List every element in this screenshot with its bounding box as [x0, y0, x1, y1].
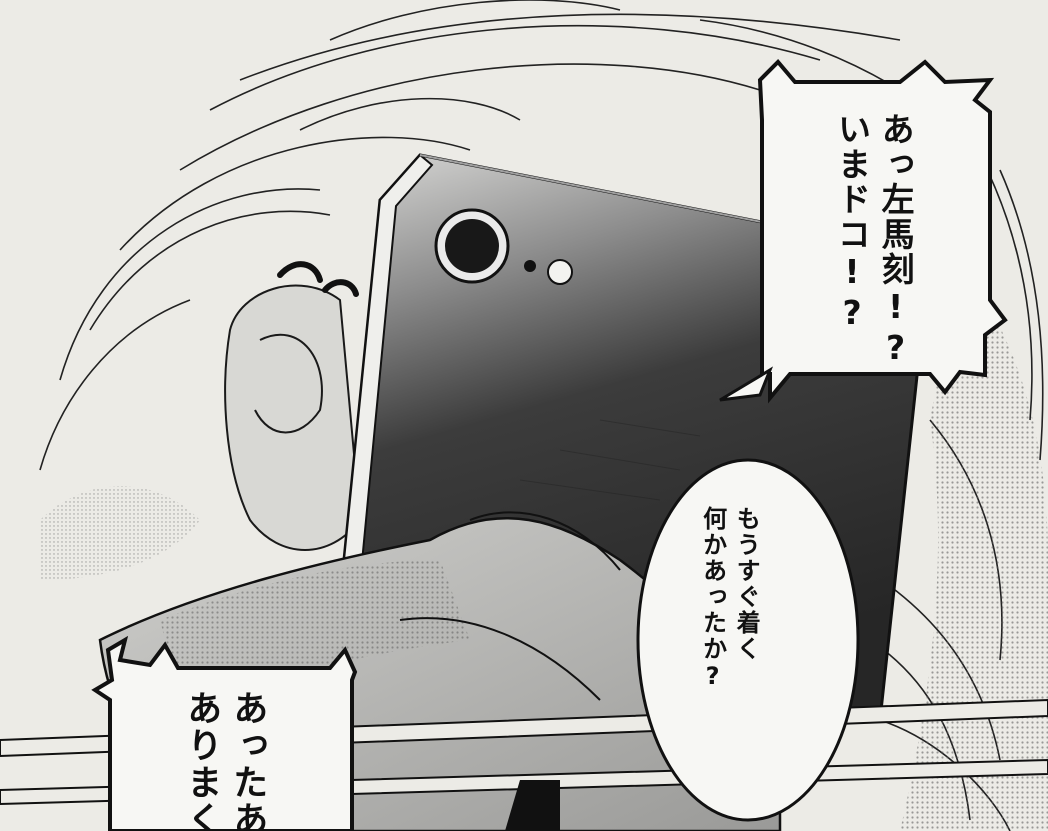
eyebrow-mark — [277, 261, 323, 283]
speech-bubble-top-right — [757, 59, 1008, 404]
hair-tone-right — [900, 260, 1048, 831]
speech-text-top-right: あっ左馬刻!? いまドコ!? — [830, 112, 917, 369]
speech-line: あったあ — [227, 690, 268, 831]
hair-tone-left — [40, 486, 200, 580]
speech-line: ありまく — [181, 690, 222, 831]
face-shape — [224, 284, 362, 551]
finger-line — [469, 511, 621, 571]
speech-line: 何かあったか? — [698, 506, 727, 692]
dark-shape — [505, 780, 560, 831]
camera-sensor-dot — [524, 260, 536, 272]
finger-line-2 — [399, 617, 601, 701]
speech-line: あっ左馬刻!? — [876, 112, 916, 369]
speech-text-bottom-left: あったあ ありまく — [178, 690, 270, 831]
eyebrow-mark-2 — [322, 279, 359, 297]
camera-flash — [547, 259, 573, 285]
speech-line: いまドコ!? — [832, 112, 872, 334]
camera-lens — [445, 219, 499, 273]
speech-text-oval: もうすぐ着く 何かあったか? — [695, 506, 762, 692]
speech-bubble-bottom-left — [91, 635, 358, 831]
hand-tone — [160, 560, 470, 700]
ear-detail — [254, 333, 323, 434]
speech-line: もうすぐ着く — [732, 506, 761, 662]
speech-bubble-oval — [636, 458, 860, 822]
